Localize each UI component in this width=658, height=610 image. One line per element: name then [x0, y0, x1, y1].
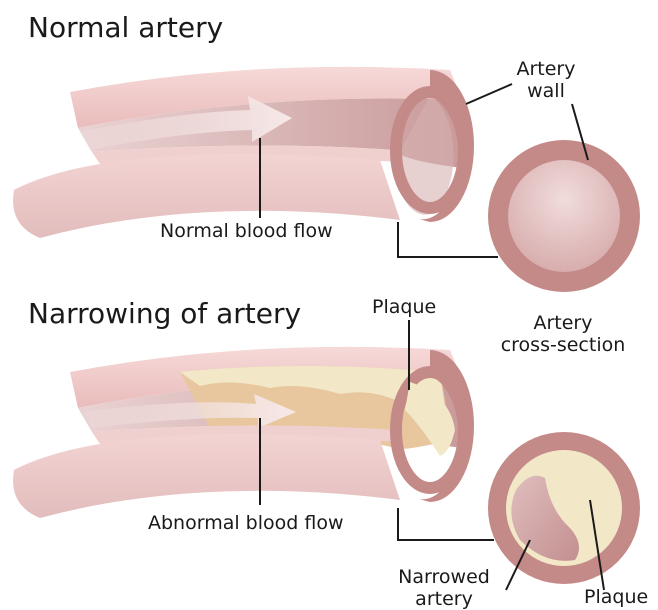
narrowed-artery-label-line1: Narrowed	[384, 566, 504, 588]
normal-blood-flow-label: Normal blood flow	[160, 220, 333, 242]
plaque-bottom-label: Plaque	[584, 586, 648, 608]
artery-wall-label: Artery wall	[506, 58, 586, 102]
narrowed-cross-section-leader	[398, 508, 494, 540]
narrowed-artery-label-line2: artery	[384, 588, 504, 610]
narrowed-artery-label: Narrowed artery	[384, 566, 504, 610]
narrowed-cross-section	[488, 432, 640, 584]
narrowing-artery-title: Narrowing of artery	[28, 298, 301, 330]
normal-cross-section	[488, 140, 640, 292]
normal-artery-illustration	[13, 67, 474, 238]
artery-wall-label-line1: Artery	[506, 58, 586, 80]
narrowing-artery-front-wall	[13, 434, 400, 518]
abnormal-blood-flow-label: Abnormal blood flow	[148, 512, 344, 534]
normal-artery-title: Normal artery	[28, 12, 223, 44]
plaque-top-label: Plaque	[372, 296, 436, 318]
narrowing-artery-illustration	[13, 347, 474, 518]
normal-cross-section-leader	[398, 222, 498, 257]
artery-wall-label-line2: wall	[506, 80, 586, 102]
artery-cross-section-label: Artery cross-section	[488, 312, 638, 356]
cross-section-label-line2: cross-section	[488, 334, 638, 356]
cross-section-label-line1: Artery	[488, 312, 638, 334]
